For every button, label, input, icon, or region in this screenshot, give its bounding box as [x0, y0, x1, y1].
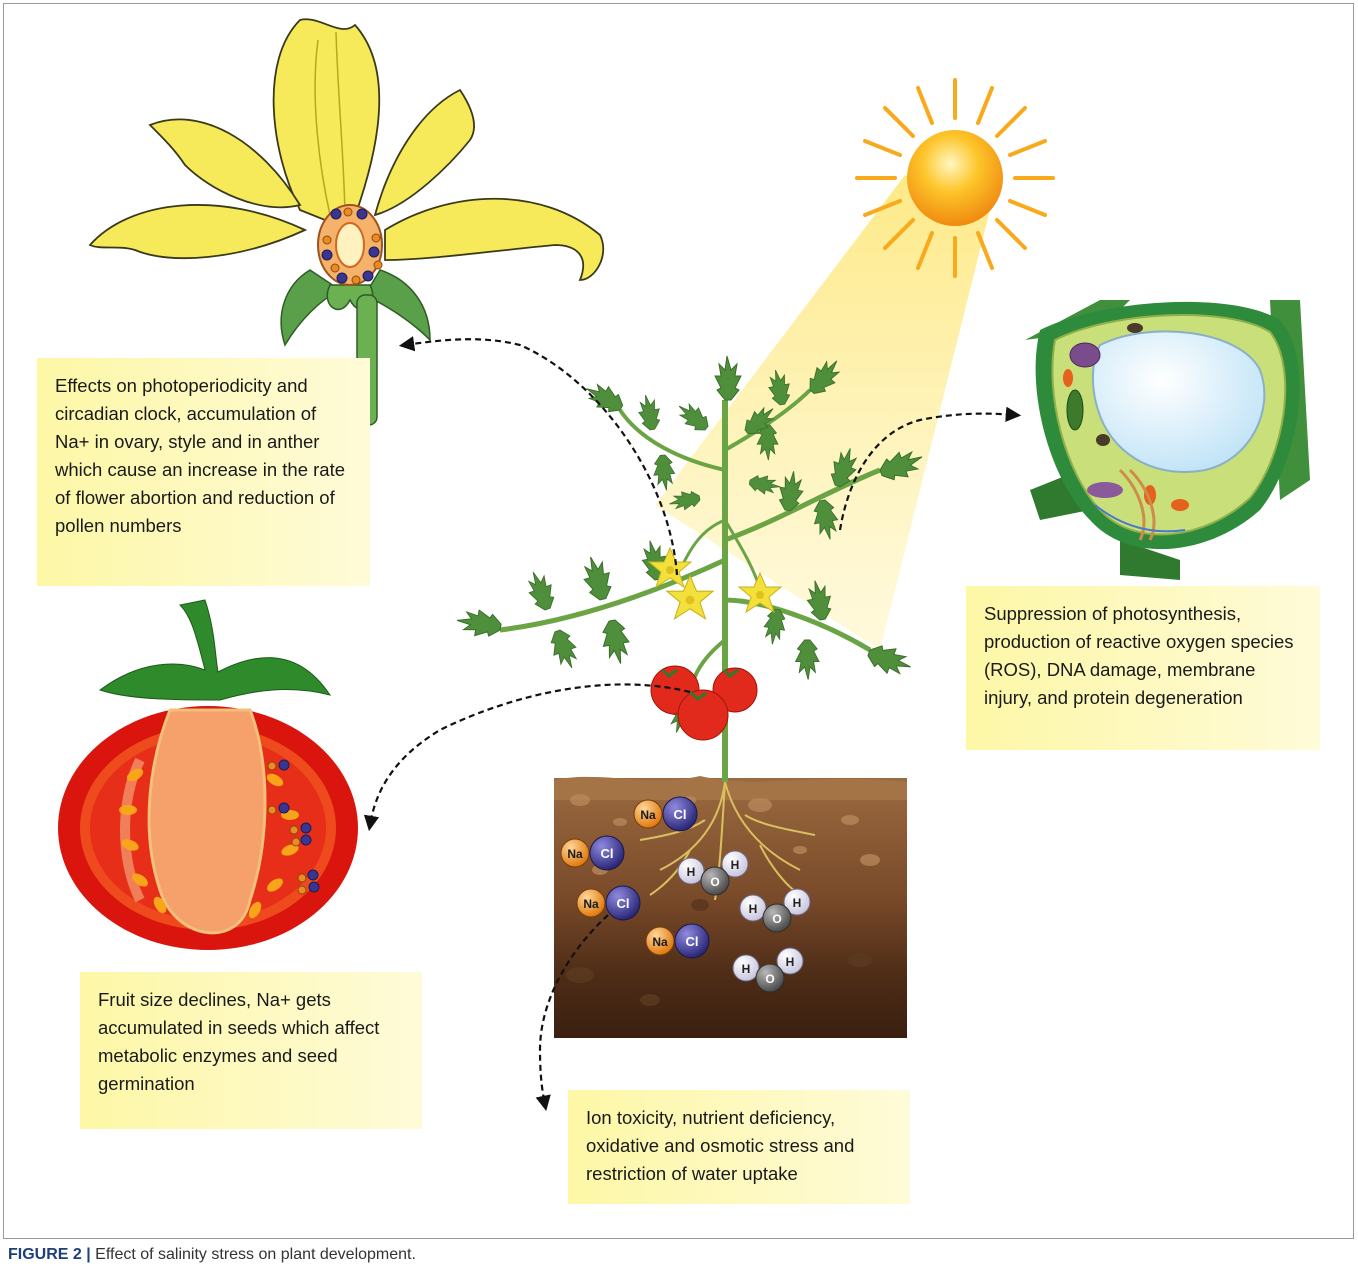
cell-effects-note: Suppression of photosynthesis, productio… — [966, 586, 1320, 750]
oxygen-label: O — [765, 972, 774, 986]
figure-caption-text: Effect of salinity stress on plant devel… — [95, 1246, 416, 1263]
flower-effects-note: Effects on photoperiodicity and circadia… — [37, 358, 370, 586]
hydrogen-label: H — [793, 896, 802, 910]
sodium-label: Na — [640, 808, 656, 822]
hydrogen-label: H — [742, 962, 751, 976]
oxygen-label: O — [710, 875, 719, 889]
water-molecule: H H O — [678, 851, 748, 895]
nacl-molecule: Na Cl — [577, 886, 640, 920]
chloride-label: Cl — [617, 896, 630, 911]
hydrogen-label: H — [749, 902, 758, 916]
nacl-molecule: Na Cl — [634, 797, 697, 831]
chloride-label: Cl — [674, 807, 687, 822]
nacl-molecule: Na Cl — [561, 836, 624, 870]
oxygen-label: O — [772, 912, 781, 926]
hydrogen-label: H — [731, 858, 740, 872]
chloride-label: Cl — [601, 846, 614, 861]
water-molecule: H H O — [733, 948, 803, 992]
chloride-label: Cl — [686, 934, 699, 949]
hydrogen-label: H — [687, 865, 696, 879]
sodium-label: Na — [652, 935, 668, 949]
fruit-effects-note: Fruit size declines, Na+ gets accumulate… — [80, 972, 422, 1129]
nacl-molecule: Na Cl — [646, 924, 709, 958]
sodium-label: Na — [583, 897, 599, 911]
water-molecule: H H O — [740, 889, 810, 932]
root-effects-note: Ion toxicity, nutrient deficiency, oxida… — [568, 1090, 910, 1204]
figure-caption: FIGURE 2 | Effect of salinity stress on … — [8, 1246, 416, 1264]
hydrogen-label: H — [786, 955, 795, 969]
figure-label: FIGURE 2 | — [8, 1246, 91, 1263]
sodium-label: Na — [567, 847, 583, 861]
